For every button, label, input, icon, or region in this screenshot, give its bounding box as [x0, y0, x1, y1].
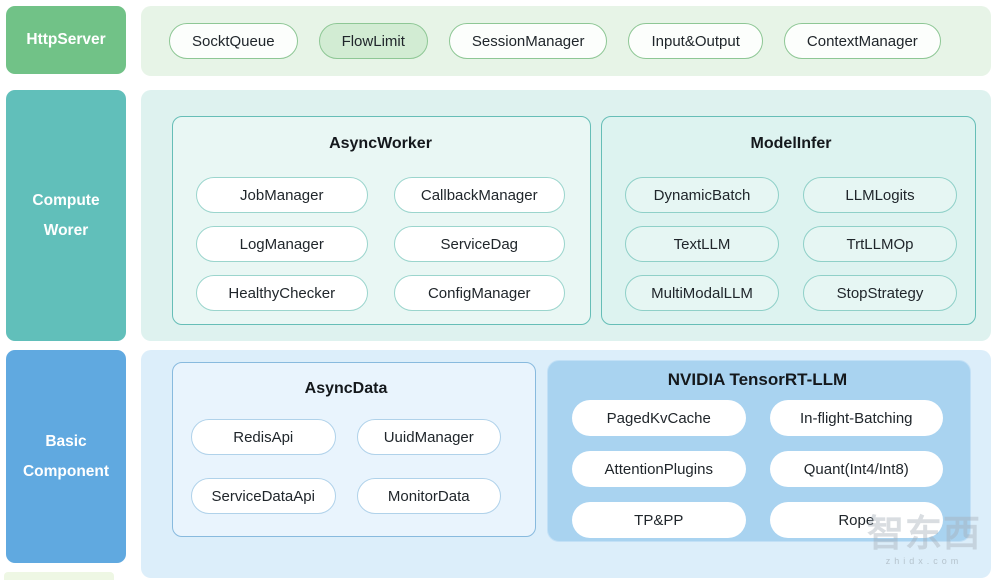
http-server-label: HttpServer — [6, 6, 126, 74]
pill-job-manager: JobManager — [196, 177, 368, 213]
pill-dynamic-batch: DynamicBatch — [625, 177, 779, 213]
pill-attention-plugins: AttentionPlugins — [572, 451, 746, 487]
pill-callback-manager: CallbackManager — [393, 177, 565, 213]
pill-stop-strategy: StopStrategy — [803, 275, 957, 311]
pill-paged-kv-cache: PagedKvCache — [572, 400, 746, 436]
model-infer-title: ModelInfer — [750, 135, 832, 152]
model-infer-box: ModelInfer DynamicBatch LLMLogits TextLL… — [601, 116, 976, 325]
async-data-title: AsyncData — [304, 380, 388, 397]
compute-worker-label: Compute Worer — [6, 90, 126, 341]
pill-uuid-manager: UuidManager — [356, 419, 501, 455]
async-worker-grid: JobManager CallbackManager LogManager Se… — [196, 177, 565, 311]
pill-healthy-checker: HealthyChecker — [196, 275, 368, 311]
compute-worker-label-line2: Worer — [43, 221, 89, 239]
tensorrt-llm-box: NVIDIA TensorRT-LLM PagedKvCache In-flig… — [547, 360, 971, 542]
basic-component-band: AsyncData RedisApi UuidManager ServiceDa… — [141, 350, 991, 578]
pill-rope: Rope — [769, 502, 943, 538]
http-server-band: SocktQueue FlowLimit SessionManager Inpu… — [141, 6, 991, 76]
async-worker-title: AsyncWorker — [329, 135, 432, 152]
async-data-box: AsyncData RedisApi UuidManager ServiceDa… — [172, 362, 536, 537]
async-worker-box: AsyncWorker JobManager CallbackManager L… — [172, 116, 591, 325]
pill-text-llm: TextLLM — [625, 226, 779, 262]
pill-flow-limit: FlowLimit — [318, 23, 428, 59]
model-infer-grid: DynamicBatch LLMLogits TextLLM TrtLLMOp … — [625, 177, 957, 311]
pill-trt-llm-op: TrtLLMOp — [803, 226, 957, 262]
compute-worker-band: AsyncWorker JobManager CallbackManager L… — [141, 90, 991, 341]
pill-context-manager: ContextManager — [783, 23, 941, 59]
pill-tp-pp: TP&PP — [572, 502, 746, 538]
pill-session-manager: SessionManager — [448, 23, 608, 59]
pill-redis-api: RedisApi — [191, 419, 336, 455]
pill-service-dag: ServiceDag — [393, 226, 565, 262]
pill-llm-logits: LLMLogits — [803, 177, 957, 213]
basic-component-label: Basic Component — [6, 350, 126, 563]
tensorrt-llm-grid: PagedKvCache In-flight-Batching Attentio… — [572, 400, 943, 538]
pill-sockt-queue: SocktQueue — [169, 23, 298, 59]
async-data-grid: RedisApi UuidManager ServiceDataApi Moni… — [191, 419, 501, 514]
pill-service-data-api: ServiceDataApi — [191, 478, 336, 514]
cropped-next-block — [4, 572, 114, 580]
basic-component-label-line1: Basic — [45, 432, 87, 450]
pill-config-manager: ConfigManager — [393, 275, 565, 311]
compute-worker-label-line1: Compute — [32, 191, 100, 209]
basic-component-label-line2: Component — [22, 462, 110, 480]
pill-input-output: Input&Output — [628, 23, 763, 59]
pill-in-flight-batching: In-flight-Batching — [769, 400, 943, 436]
pill-monitor-data: MonitorData — [356, 478, 501, 514]
pill-quant-int4-int8: Quant(Int4/Int8) — [769, 451, 943, 487]
http-server-label-text: HttpServer — [26, 31, 106, 48]
pill-multi-modal-llm: MultiModalLLM — [625, 275, 779, 311]
pill-log-manager: LogManager — [196, 226, 368, 262]
tensorrt-llm-title: NVIDIA TensorRT-LLM — [667, 370, 848, 389]
